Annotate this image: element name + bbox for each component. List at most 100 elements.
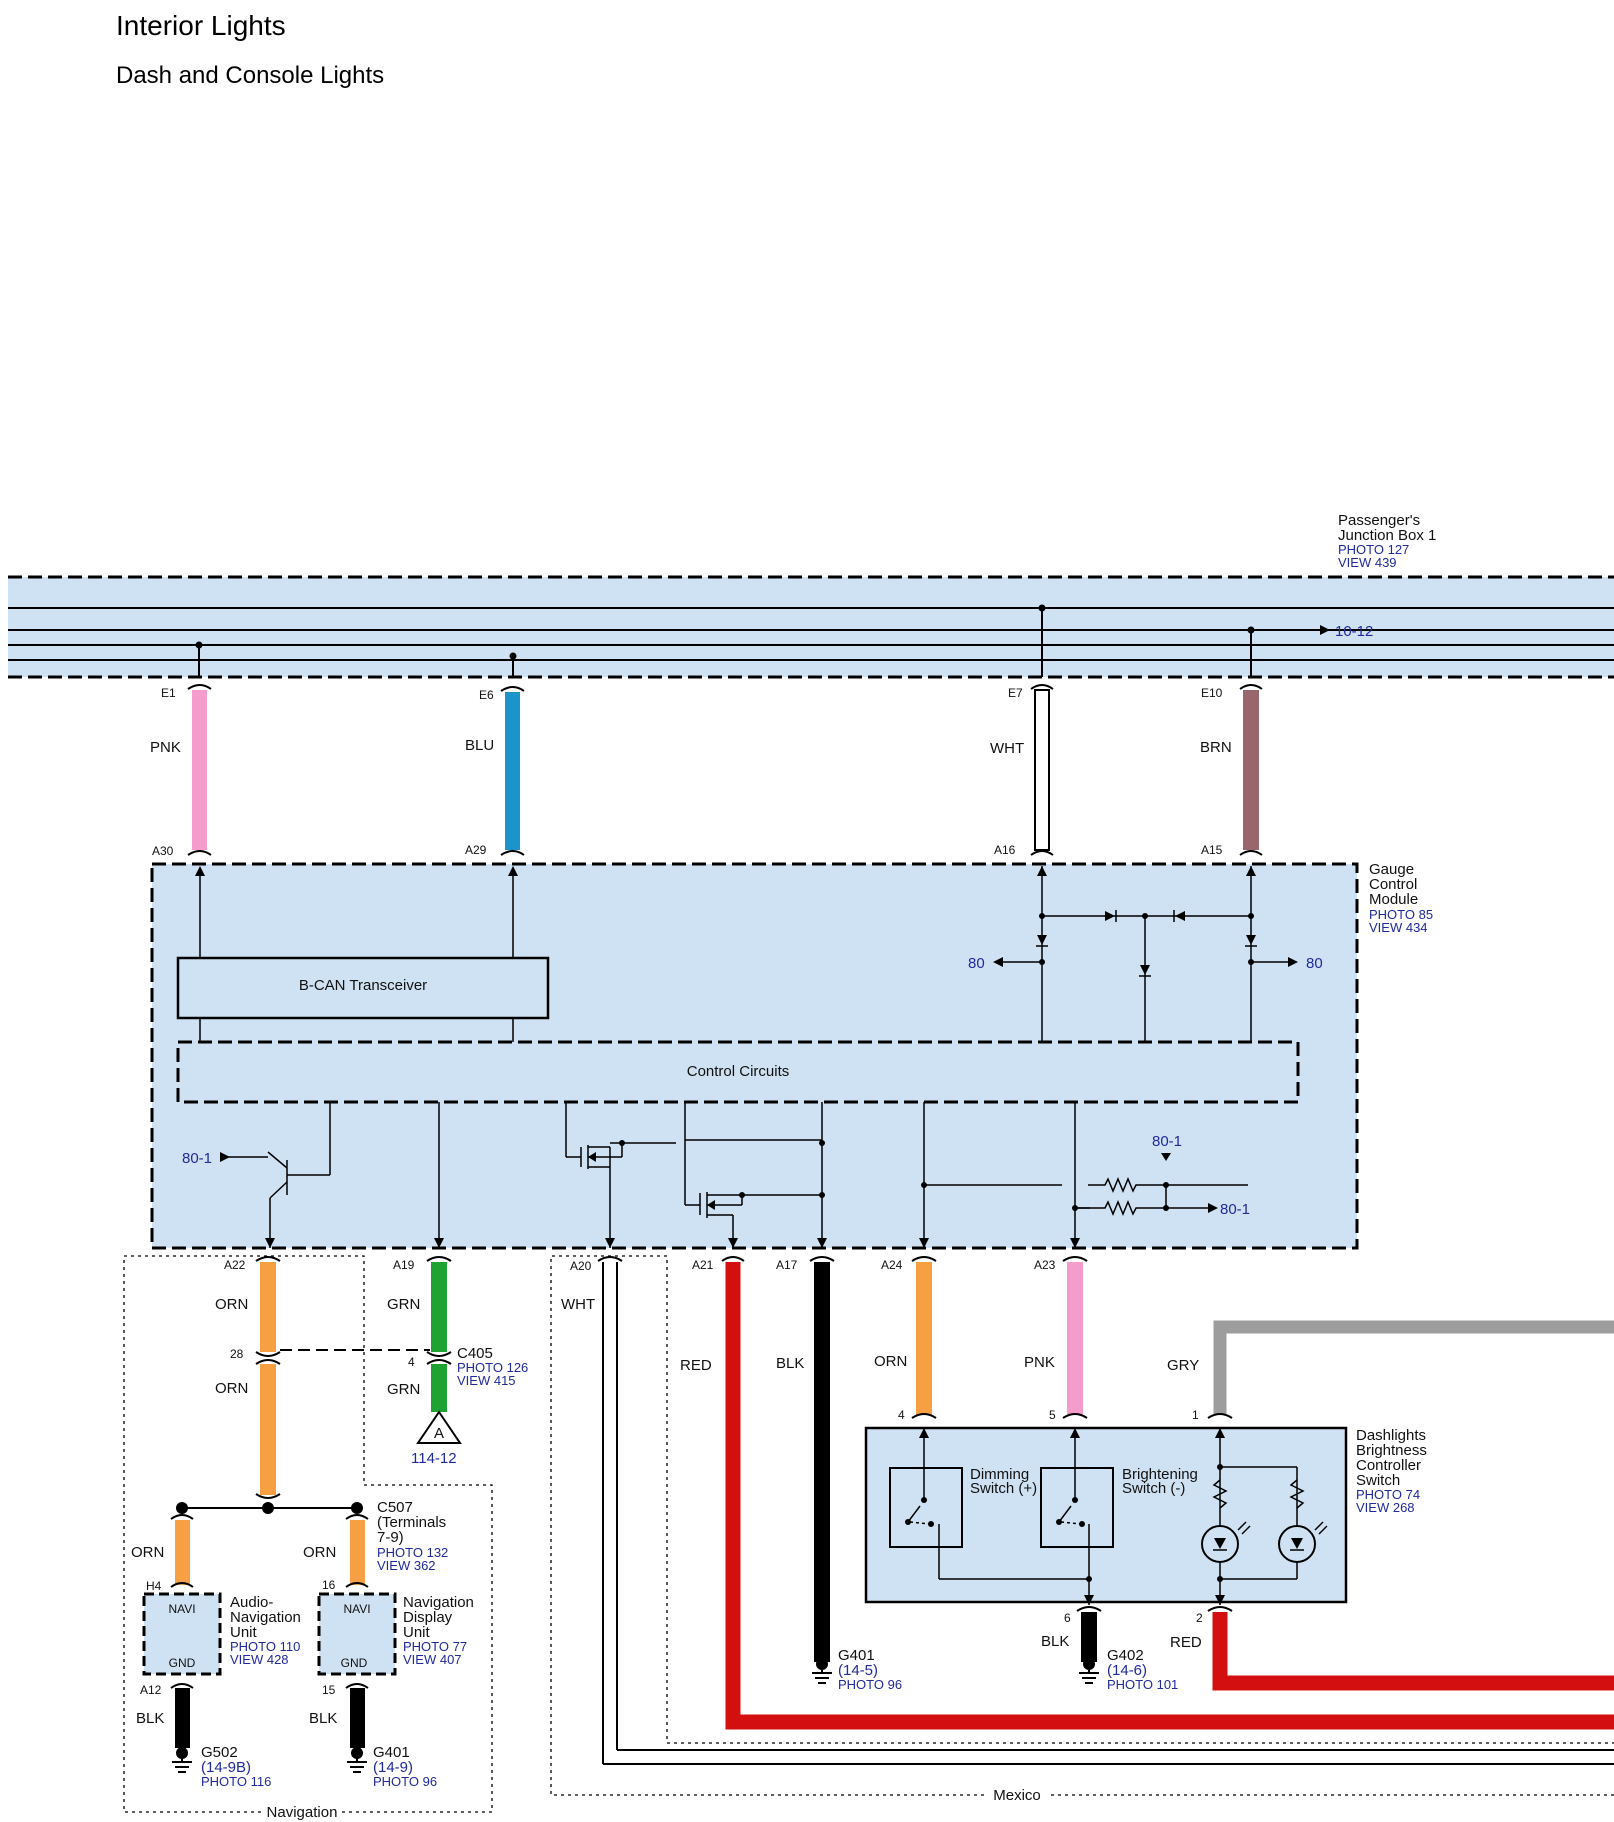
svg-text:GRY: GRY <box>1167 1357 1199 1374</box>
svg-text:VIEW 268: VIEW 268 <box>1356 1500 1415 1515</box>
svg-text:(14-9B): (14-9B) <box>201 1759 251 1776</box>
wire-label-brn: BRN <box>1200 739 1232 756</box>
pin-a22: A22 <box>224 1258 246 1272</box>
svg-text:NAVI: NAVI <box>343 1602 370 1616</box>
svg-text:Dashlights: Dashlights <box>1356 1427 1426 1444</box>
ground-g502: G502 (14-9B) PHOTO 116 <box>172 1744 271 1789</box>
pin-a30: A30 <box>152 844 174 858</box>
svg-text:PHOTO 132: PHOTO 132 <box>377 1545 448 1560</box>
gauge-control-module: B-CAN Transceiver Control Circuits 80 80 <box>150 862 1359 1250</box>
svg-text:(14-9): (14-9) <box>373 1759 413 1776</box>
audio-navigation-unit: H4 NAVI GND Audio- Navigation Unit PHOTO… <box>136 1579 301 1748</box>
svg-text:NAVI: NAVI <box>168 1602 195 1616</box>
svg-text:GRN: GRN <box>387 1381 420 1398</box>
b-can-transceiver: B-CAN Transceiver <box>299 977 427 994</box>
jb-ref-10-12: 10-12 <box>1335 623 1373 640</box>
svg-text:Passenger's: Passenger's <box>1338 512 1420 529</box>
svg-text:VIEW 407: VIEW 407 <box>403 1652 462 1667</box>
navigation-branch: ORN ORN C507 (Terminals 7-9) PHOTO 132 V… <box>131 1499 448 1588</box>
dashlights-switch-label: Dashlights Brightness Controller Switch … <box>1356 1427 1427 1515</box>
svg-text:Switch: Switch <box>1356 1472 1400 1489</box>
svg-text:GRN: GRN <box>387 1296 420 1313</box>
svg-text:2: 2 <box>1196 1611 1203 1625</box>
ref-80-1-top: 80-1 <box>1152 1133 1182 1150</box>
pin-e7: E7 <box>1008 686 1023 700</box>
svg-text:1: 1 <box>1192 1408 1199 1422</box>
lower-wires: A22 ORN 28 ORN A19 GRN 4 GRN A 114-12 C4… <box>215 1256 1614 1765</box>
page-subtitle: Dash and Console Lights <box>116 62 384 89</box>
junction-box-label: Passenger's Junction Box 1 PHOTO 127 VIE… <box>1338 512 1436 570</box>
svg-text:PHOTO 74: PHOTO 74 <box>1356 1487 1420 1502</box>
svg-text:PNK: PNK <box>1024 1354 1055 1371</box>
svg-text:(14-6): (14-6) <box>1107 1662 1147 1679</box>
svg-text:15: 15 <box>322 1683 336 1697</box>
svg-text:Switch (+): Switch (+) <box>970 1480 1037 1497</box>
pin-e10: E10 <box>1201 686 1223 700</box>
svg-text:G401: G401 <box>373 1744 410 1761</box>
svg-text:16: 16 <box>322 1578 336 1592</box>
control-circuits: Control Circuits <box>687 1063 790 1080</box>
svg-text:PHOTO 96: PHOTO 96 <box>838 1677 902 1692</box>
svg-text:VIEW 415: VIEW 415 <box>457 1373 516 1388</box>
svg-text:VIEW 428: VIEW 428 <box>230 1652 289 1667</box>
ref-80-1-right: 80-1 <box>1220 1201 1250 1218</box>
dashlights-brightness-switch: 4 5 1 Dimming Switch (+) Brightening Swi… <box>864 1408 1614 1691</box>
pin-a16: A16 <box>994 843 1016 857</box>
svg-text:Unit: Unit <box>230 1624 258 1641</box>
svg-text:Unit: Unit <box>403 1624 431 1641</box>
ref-80-1-left: 80-1 <box>182 1150 212 1167</box>
svg-text:GND: GND <box>169 1656 196 1670</box>
svg-text:Brightness: Brightness <box>1356 1442 1427 1459</box>
svg-text:ORN: ORN <box>303 1544 336 1561</box>
ref-80-left: 80 <box>968 955 985 972</box>
svg-text:(Terminals: (Terminals <box>377 1514 446 1531</box>
navigation-display-unit: 16 NAVI GND Navigation Display Unit PHOT… <box>309 1578 474 1748</box>
svg-text:7-9): 7-9) <box>377 1529 404 1546</box>
svg-text:GND: GND <box>341 1656 368 1670</box>
svg-text:4: 4 <box>898 1408 905 1422</box>
pin-a20: A20 <box>570 1259 592 1273</box>
svg-text:C507: C507 <box>377 1499 413 1516</box>
svg-text:Navigation: Navigation <box>403 1594 474 1611</box>
pin-c405-4: 4 <box>408 1355 415 1369</box>
svg-text:Junction Box 1: Junction Box 1 <box>1338 527 1436 544</box>
svg-text:Dimming: Dimming <box>970 1466 1029 1483</box>
svg-text:PHOTO 126: PHOTO 126 <box>457 1360 528 1375</box>
svg-text:PHOTO 77: PHOTO 77 <box>403 1639 467 1654</box>
pin-e1: E1 <box>161 686 176 700</box>
ref-a-triangle: A <box>434 1425 444 1442</box>
navigation-region-label: Navigation <box>267 1804 338 1821</box>
pin-c405-28: 28 <box>230 1347 244 1361</box>
svg-text:PHOTO 96: PHOTO 96 <box>373 1774 437 1789</box>
upper-wires: E1 PNK A30 E6 BLU A29 E7 WHT A16 E10 BRN… <box>150 684 1263 858</box>
svg-text:BLK: BLK <box>776 1355 804 1372</box>
page-title: Interior Lights <box>116 10 286 41</box>
svg-text:C405: C405 <box>457 1345 493 1362</box>
svg-text:G402: G402 <box>1107 1647 1144 1664</box>
pin-a24: A24 <box>881 1258 903 1272</box>
svg-text:Gauge: Gauge <box>1369 861 1414 878</box>
svg-text:BLK: BLK <box>309 1710 337 1727</box>
ground-g401-nav: G401 (14-9) PHOTO 96 <box>347 1744 437 1789</box>
svg-text:ORN: ORN <box>131 1544 164 1561</box>
navigation-region: Navigation <box>123 1255 493 1821</box>
pin-e6: E6 <box>479 688 494 702</box>
svg-text:RED: RED <box>1170 1634 1202 1651</box>
ground-g401: G401 (14-5) PHOTO 96 <box>812 1647 902 1692</box>
pin-a29: A29 <box>465 843 487 857</box>
gauge-module-label: Gauge Control Module PHOTO 85 VIEW 434 <box>1369 861 1433 935</box>
pin-a21: A21 <box>692 1258 714 1272</box>
svg-text:PHOTO 116: PHOTO 116 <box>201 1774 271 1789</box>
svg-text:Display: Display <box>403 1609 453 1626</box>
svg-text:Control: Control <box>1369 876 1417 893</box>
mexico-region: Mexico <box>550 1255 1614 1804</box>
svg-text:ORN: ORN <box>874 1353 907 1370</box>
svg-text:PHOTO 110: PHOTO 110 <box>230 1639 300 1654</box>
svg-text:PHOTO 127: PHOTO 127 <box>1338 542 1409 557</box>
junction-box: 10-12 <box>8 575 1614 679</box>
pin-a15: A15 <box>1201 843 1223 857</box>
svg-text:ORN: ORN <box>215 1380 248 1397</box>
svg-text:6: 6 <box>1064 1611 1071 1625</box>
wire-label-pnk: PNK <box>150 739 181 756</box>
svg-text:VIEW 362: VIEW 362 <box>377 1558 436 1573</box>
